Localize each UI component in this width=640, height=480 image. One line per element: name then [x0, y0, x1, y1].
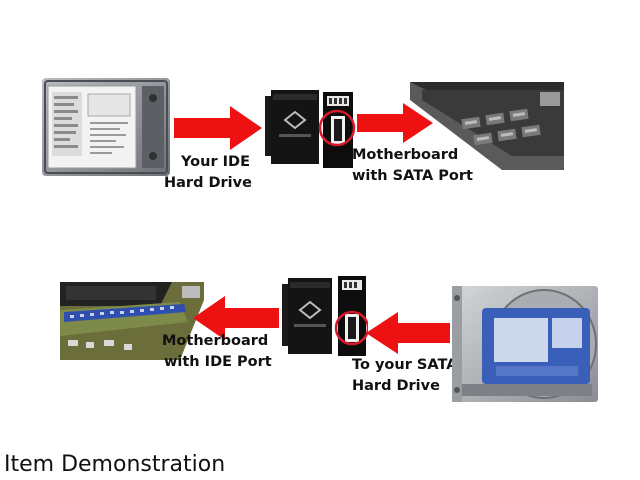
arrow-right-1 [174, 106, 262, 150]
label-mb-ide-line1: Motherboard [162, 333, 269, 349]
arrow-left-1 [193, 296, 279, 340]
sata-motherboard-image [410, 82, 564, 170]
label-mb-sata-line2: with SATA Port [352, 168, 473, 184]
caption-item-demonstration: Item Demonstration [4, 452, 226, 477]
arrow-right-2 [357, 103, 433, 143]
ide-to-sata-adapter-top [265, 90, 356, 168]
sata-hard-drive-image [452, 286, 598, 402]
label-sata-drive-line1: To your SATA [352, 357, 458, 373]
ide-motherboard-image [60, 282, 204, 360]
ide-to-sata-adapter-bottom [282, 276, 368, 356]
label-mb-sata-line1: Motherboard [352, 147, 459, 163]
label-sata-drive-line2: Hard Drive [352, 378, 440, 394]
label-mb-ide-line2: with IDE Port [164, 354, 272, 370]
ide-hard-drive-image [42, 78, 170, 176]
label-your-ide-line2: Hard Drive [164, 175, 252, 191]
arrow-left-2 [366, 312, 450, 354]
label-your-ide-line1: Your IDE [181, 154, 250, 170]
